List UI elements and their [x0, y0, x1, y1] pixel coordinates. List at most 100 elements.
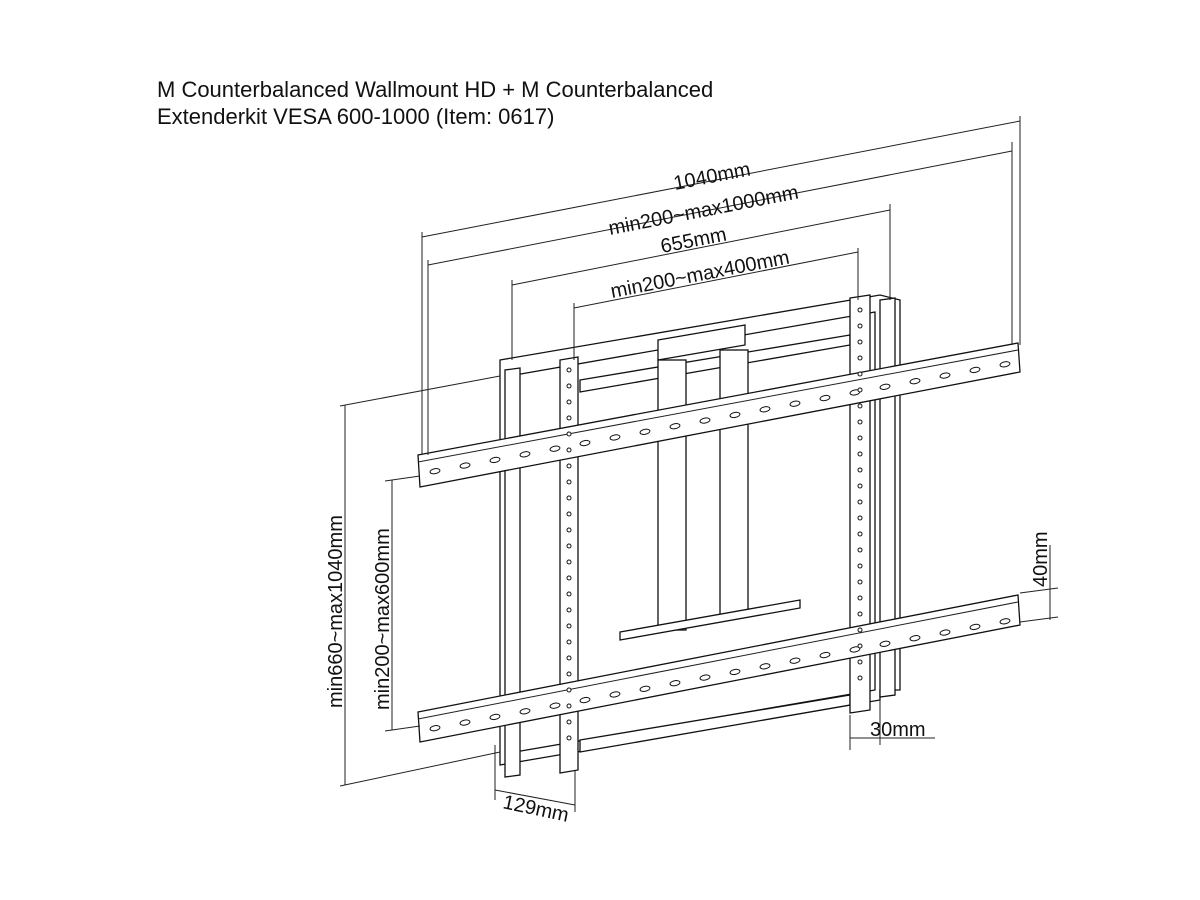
upright-hole	[857, 643, 863, 649]
rail-slot	[429, 725, 441, 732]
dim-wall-depth: 129mm	[501, 791, 571, 826]
rail-slot	[579, 439, 591, 447]
drawing-title: M Counterbalanced Wallmount HD + M Count…	[157, 76, 713, 130]
rail-slot	[879, 640, 891, 647]
upright-hole	[857, 547, 863, 553]
rail-slot	[519, 451, 531, 458]
upright-hole	[857, 483, 863, 489]
upright-hole	[566, 687, 572, 693]
upright-hole	[566, 639, 572, 645]
upright-hole	[857, 451, 863, 457]
rail-slot	[459, 719, 471, 726]
upright-hole	[566, 655, 572, 661]
rail-slot	[819, 651, 831, 659]
upright-hole	[566, 511, 572, 517]
rail-slot	[849, 646, 861, 653]
upright-hole	[857, 659, 863, 665]
upright-hole	[566, 527, 572, 533]
upright-hole	[566, 703, 572, 709]
upright-hole	[566, 623, 572, 629]
rail-slot	[669, 423, 681, 430]
rail-slot	[969, 366, 981, 374]
upright-hole	[566, 367, 572, 373]
rail-slot	[909, 635, 921, 642]
rail-slot	[909, 378, 921, 385]
rail-slot	[939, 629, 951, 636]
dim-rail-height: 40mm	[1030, 531, 1052, 587]
upright-hole	[857, 515, 863, 521]
rail-slot	[519, 708, 531, 715]
upright-hole	[566, 399, 572, 405]
dim-rail-depth: 30mm	[870, 719, 926, 741]
upright-hole	[566, 447, 572, 453]
upright-hole	[857, 387, 863, 393]
upright-hole	[857, 403, 863, 409]
rail-slot	[639, 685, 651, 692]
rail-slot	[759, 663, 771, 670]
rail-slot	[489, 456, 501, 464]
upright-hole	[857, 531, 863, 537]
upright-hole	[857, 611, 863, 617]
upright-hole	[566, 607, 572, 613]
rail-slot	[789, 400, 801, 407]
upright-hole	[857, 595, 863, 601]
upright-hole	[566, 415, 572, 421]
rail-slot	[969, 623, 981, 631]
rail-slot	[489, 713, 501, 721]
rail-slot	[459, 462, 471, 469]
dimension-lines	[339, 116, 1059, 812]
upright-hole	[566, 559, 572, 565]
rail-slot	[729, 411, 741, 419]
upright-hole	[566, 479, 572, 485]
rail-slot	[429, 468, 441, 475]
rail-slot	[999, 618, 1011, 625]
title-line-2: Extenderkit VESA 600-1000 (Item: 0617)	[157, 104, 555, 129]
dim-inner-width: min200~max400mm	[609, 247, 792, 303]
rail-slot	[999, 361, 1011, 368]
upright-hole	[857, 419, 863, 425]
upright-hole	[857, 323, 863, 329]
dim-overall-height: min660~max1040mm	[325, 515, 347, 708]
rail-slot	[729, 668, 741, 676]
upright-hole	[857, 579, 863, 585]
upright-hole	[857, 355, 863, 361]
rail-slot	[699, 674, 711, 681]
rail-slot	[669, 680, 681, 687]
rail-slot	[699, 417, 711, 424]
rail-slots	[429, 307, 1011, 741]
upright-hole	[857, 339, 863, 345]
upright-hole	[857, 499, 863, 505]
upright-hole	[566, 591, 572, 597]
upright-hole	[857, 307, 863, 313]
upright-hole	[566, 735, 572, 741]
rail-slot	[549, 702, 561, 709]
rail-slot	[639, 428, 651, 435]
rail-slot	[819, 394, 831, 402]
upright-hole	[857, 435, 863, 441]
upright-hole	[857, 675, 863, 681]
upright-hole	[857, 467, 863, 473]
rail-slot	[759, 406, 771, 413]
upright-hole	[566, 431, 572, 437]
upright-hole	[857, 627, 863, 633]
dim-overall-width: 1040mm	[672, 158, 753, 194]
dim-frame-width: 655mm	[659, 224, 729, 258]
rail-slot	[789, 657, 801, 664]
upright-hole	[566, 575, 572, 581]
rail-slot	[579, 696, 591, 704]
rail-slot	[609, 691, 621, 698]
upright-hole	[566, 671, 572, 677]
upright-hole	[566, 543, 572, 549]
upright-hole	[566, 719, 572, 725]
rail-slot	[879, 383, 891, 390]
rail-slot	[939, 372, 951, 379]
dim-vesa-height: min200~max600mm	[372, 528, 394, 710]
upright-hole	[857, 371, 863, 377]
left-upright	[559, 356, 579, 774]
rail-slot	[549, 445, 561, 452]
upright-hole	[566, 495, 572, 501]
upright-hole	[857, 563, 863, 569]
title-line-1: M Counterbalanced Wallmount HD + M Count…	[157, 77, 714, 102]
upright-hole	[566, 463, 572, 469]
